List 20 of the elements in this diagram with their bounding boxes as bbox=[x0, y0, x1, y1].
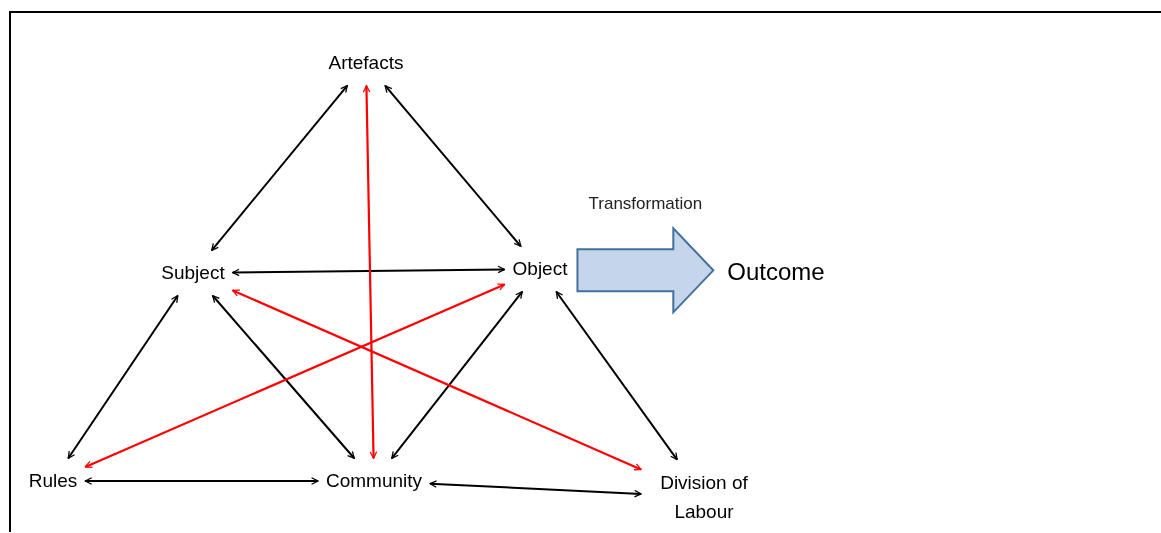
double-arrow bbox=[84, 477, 319, 485]
double-arrow bbox=[210, 84, 349, 252]
node-label: Object bbox=[512, 257, 568, 282]
double-arrow bbox=[211, 294, 356, 460]
double-arrow bbox=[84, 283, 506, 468]
node-label: Outcome bbox=[727, 257, 825, 288]
node-label: Rules bbox=[28, 469, 78, 494]
double-arrow bbox=[429, 480, 642, 498]
double-arrow bbox=[384, 84, 522, 248]
node-label: Division of Labour bbox=[659, 470, 749, 524]
double-arrow bbox=[232, 289, 642, 471]
double-arrow bbox=[555, 290, 679, 461]
node-label: Artefacts bbox=[328, 51, 404, 76]
double-arrow bbox=[231, 265, 506, 277]
double-arrow bbox=[67, 294, 179, 460]
block-arrow bbox=[576, 225, 715, 315]
node-label: Community bbox=[325, 469, 423, 494]
double-arrow bbox=[390, 290, 524, 460]
double-arrow bbox=[362, 85, 378, 459]
node-label: Subject bbox=[161, 261, 225, 286]
